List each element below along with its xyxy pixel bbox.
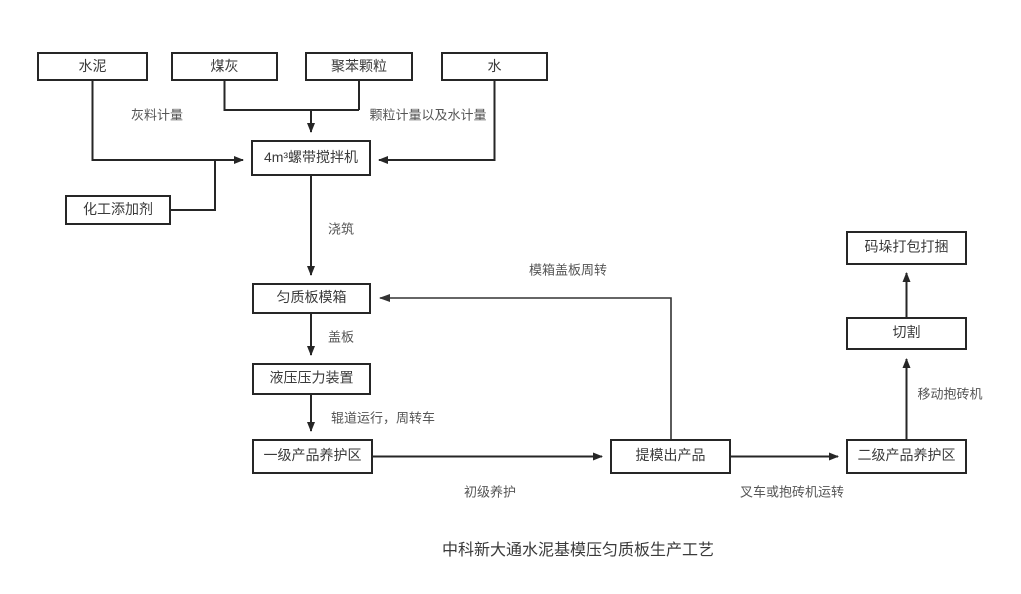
- node-eps-particle-label: 聚苯颗粒: [331, 58, 387, 74]
- node-demold[interactable]: 提模出产品: [610, 439, 731, 474]
- edge-label-roller-transfer: 辊道运行，周转车: [331, 410, 435, 425]
- node-cement[interactable]: 水泥: [37, 52, 148, 81]
- node-mixer-label: 4m³螺带搅拌机: [264, 149, 358, 165]
- node-water-box[interactable]: [441, 52, 548, 81]
- node-cure-level-1-box[interactable]: [252, 439, 373, 474]
- edge-label-cover-plate: 盖板: [328, 329, 354, 344]
- node-cutting[interactable]: 切割: [846, 317, 967, 350]
- node-demold-label: 提模出产品: [636, 447, 706, 463]
- node-cutting-box[interactable]: [846, 317, 967, 350]
- edge-labels-layer: 灰料计量 颗粒计量以及水计量 浇筑 盖板 辊道运行，周转车 模箱盖板周转 初级养…: [131, 107, 983, 499]
- node-cutting-label: 切割: [893, 324, 921, 340]
- edge-cement-to-mixer: [91, 80, 244, 164]
- edge-label-ash-metering: 灰料计量: [131, 107, 183, 122]
- node-cement-box[interactable]: [37, 52, 148, 81]
- node-palletize-box[interactable]: [846, 231, 967, 265]
- edge-additive-to-mixer: [170, 160, 216, 211]
- node-chem-additive-label: 化工添加剂: [83, 201, 153, 217]
- edge-water-to-mixer: [378, 80, 496, 164]
- node-demold-box[interactable]: [610, 439, 731, 474]
- node-fly-ash-label: 煤灰: [211, 58, 239, 74]
- edge-label-mold-recycle: 模箱盖板周转: [529, 262, 607, 277]
- edge-label-brick-clamp: 移动抱砖机: [917, 386, 982, 401]
- node-mold-box[interactable]: 匀质板模箱: [252, 283, 371, 314]
- node-fly-ash-box[interactable]: [171, 52, 278, 81]
- node-palletize[interactable]: 码垛打包打捆: [846, 231, 967, 265]
- node-hydraulic-label: 液压压力装置: [270, 370, 354, 386]
- edge-label-primary-curing: 初级养护: [464, 484, 516, 499]
- edge-label-pouring: 浇筑: [328, 221, 354, 236]
- node-palletize-label: 码垛打包打捆: [865, 239, 949, 255]
- node-cement-label: 水泥: [79, 58, 107, 74]
- edge-flyash-to-merge: [223, 80, 311, 111]
- node-mixer-box[interactable]: [251, 140, 371, 176]
- node-eps-particle-box[interactable]: [305, 52, 413, 81]
- edges-layer: [91, 80, 911, 461]
- nodes-layer: 水泥 煤灰 聚苯颗粒 水 化工添加剂 4m³螺带搅拌机: [37, 52, 967, 474]
- node-water[interactable]: 水: [441, 52, 548, 81]
- node-eps-particle[interactable]: 聚苯颗粒: [305, 52, 413, 81]
- node-cure-level-1[interactable]: 一级产品养护区: [252, 439, 373, 474]
- node-cure-level-1-label: 一级产品养护区: [264, 447, 362, 463]
- node-cure-level-2-label: 二级产品养护区: [858, 447, 956, 463]
- node-mold-box-box[interactable]: [252, 283, 371, 314]
- edge-label-forklift-transfer: 叉车或抱砖机运转: [740, 484, 844, 499]
- node-hydraulic-box[interactable]: [252, 363, 371, 395]
- node-mixer[interactable]: 4m³螺带搅拌机: [251, 140, 371, 176]
- node-chem-additive[interactable]: 化工添加剂: [65, 195, 171, 225]
- node-cure-level-2[interactable]: 二级产品养护区: [846, 439, 967, 474]
- node-cure-level-2-box[interactable]: [846, 439, 967, 474]
- edge-demold-to-moldbox-recycle: [379, 294, 672, 440]
- diagram-title: 中科新大通水泥基模压匀质板生产工艺: [442, 541, 714, 559]
- node-chem-additive-box[interactable]: [65, 195, 171, 225]
- node-water-label: 水: [488, 58, 502, 74]
- edge-label-particle-metering: 颗粒计量以及水计量: [369, 107, 486, 122]
- node-hydraulic[interactable]: 液压压力装置: [252, 363, 371, 395]
- node-mold-box-label: 匀质板模箱: [277, 289, 347, 305]
- node-fly-ash[interactable]: 煤灰: [171, 52, 278, 81]
